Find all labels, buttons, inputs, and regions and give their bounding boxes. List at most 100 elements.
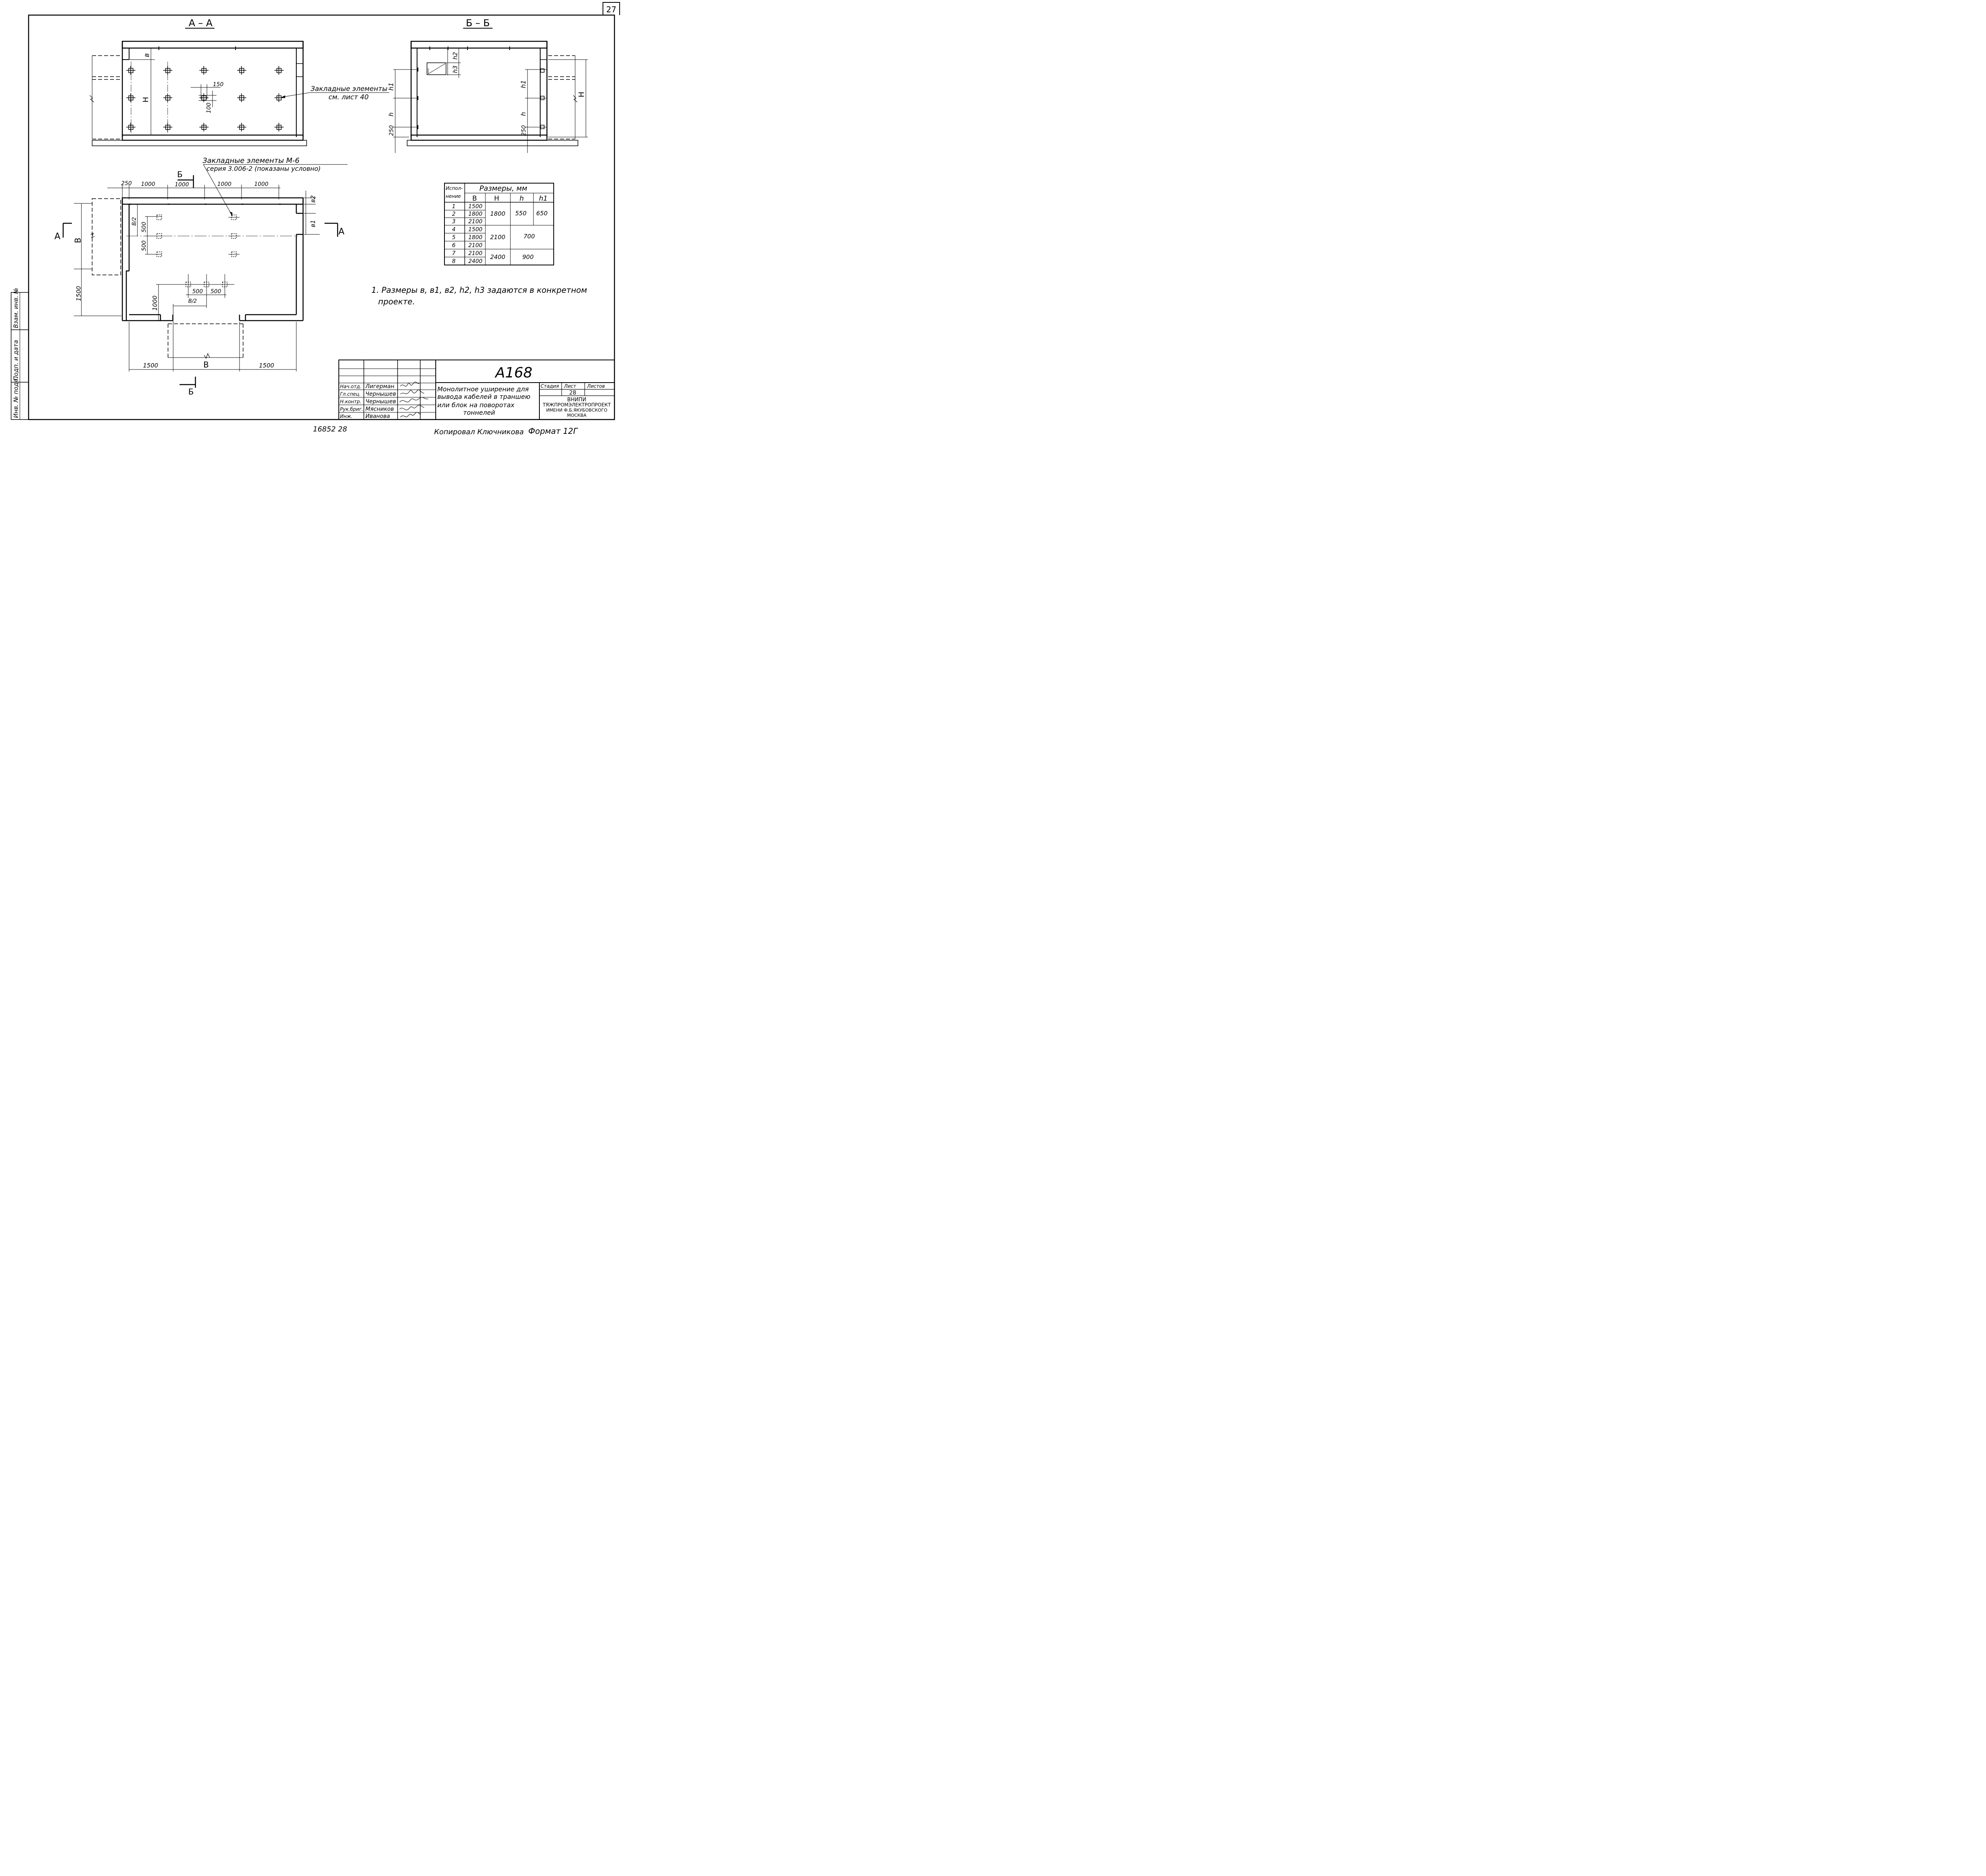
stamp-doc-code: А168 [495, 365, 532, 381]
table-H-4-6: 2100 [490, 234, 505, 241]
plan-dim-top-4: 1000 [254, 181, 269, 188]
callout-m6-line1: Закладные элементы М-6 [203, 157, 299, 165]
section-aa-title: А – А [189, 17, 213, 29]
stamp-name-4: Иванова [365, 413, 390, 420]
table-H-1-3: 1800 [490, 210, 505, 217]
table-hh-7-8: 900 [522, 253, 534, 261]
callout-embedded: Закладные элементы см. лист 40 [281, 85, 389, 101]
bb-dim-h2: h2 [452, 52, 459, 60]
plan-dim-top-2: 1000 [175, 182, 189, 188]
stamp-list-label: Лист [564, 383, 576, 389]
sheet-frame [28, 14, 615, 420]
bb-dim-h-left: h [387, 112, 395, 116]
section-bb-title: Б – Б [466, 17, 490, 29]
plan-dim-bottom-0: 1500 [143, 362, 158, 369]
footer-format: Формат 12Г [528, 426, 578, 436]
plan-cut-b-bottom: Б [188, 387, 194, 396]
callout-m6-line2: серия 3.006-2 (показаны условно) [207, 165, 321, 172]
plan-dim-B2-low: В/2 [188, 298, 197, 304]
plan-dim-top-3: 1000 [217, 181, 232, 188]
callout-embedded-line1: Закладные элементы [311, 85, 387, 93]
table-header-group: Размеры, мм [479, 184, 527, 193]
table-col-B: В [472, 195, 477, 203]
table-col-H: Н [494, 195, 499, 203]
aa-dim-150: 150 [213, 81, 224, 88]
plan-dim-b2: в2 [309, 195, 317, 203]
stamp-role-4: Инж. [340, 414, 352, 419]
plan-dim-B-left: В [73, 238, 83, 243]
table-col-ispolnenie-2: нение [446, 193, 461, 199]
bb-dim-250-right: 250 [521, 125, 527, 136]
bb-dim-250-left: 250 [388, 125, 395, 136]
section-bb: Б – Б h2 h3 h1 h 250 [387, 17, 588, 153]
svg-text:2100: 2100 [468, 219, 483, 225]
plan-cut-a-right: А [338, 227, 344, 237]
drawing-sheet: 2 7 Взам. инв. № Подп. и дата Инв. № подл… [11, 2, 620, 436]
plan-dim-500-h1: 500 [192, 288, 203, 295]
plan-embedded-m6 [156, 215, 237, 287]
plan-dim-1500-left: 1500 [75, 286, 82, 301]
aa-dim-100: 100 [206, 103, 212, 113]
table-col-ispolnenie-1: Испол- [446, 186, 463, 191]
note-line2: проекте. [378, 297, 415, 306]
bb-dim-h3: h3 [452, 66, 459, 73]
aa-dim-H: Н [141, 97, 150, 103]
callout-embedded-line2: см. лист 40 [328, 93, 369, 101]
plan-cut-a-left: А [54, 232, 60, 242]
side-stamp-inv: Инв. № подл. [12, 377, 19, 418]
table-H-7-8: 2400 [490, 253, 505, 261]
svg-text:4: 4 [452, 226, 456, 233]
svg-text:6: 6 [452, 242, 456, 249]
svg-text:5: 5 [452, 234, 456, 241]
title-block: А168 Монолитное уширение для вывода кабе… [338, 360, 615, 420]
table-col-h: h [520, 195, 524, 203]
stamp-title-1: вывода кабелей в траншею [437, 393, 530, 400]
svg-text:1800: 1800 [468, 211, 483, 217]
stamp-title-2: или блок на поворотах [437, 401, 515, 409]
stamp-list-value: 28 [569, 390, 576, 396]
stamp-title-0: Монолитное уширение для [437, 385, 529, 393]
bb-dim-h1-right: h1 [520, 80, 527, 88]
plan-dim-top-1: 1000 [141, 181, 155, 188]
stamp-role-0: Нач.отд. [340, 384, 361, 389]
plan-dim-top-0: 250 [121, 180, 132, 187]
plan-view: Закладные элементы М-6 серия 3.006-2 (по… [54, 157, 348, 396]
plan-dim-b1: в1 [309, 220, 317, 227]
stamp-listov-label: Листов [587, 383, 605, 389]
svg-text:7: 7 [452, 250, 456, 257]
stamp-name-3: Мясников [365, 406, 394, 412]
svg-text:1500: 1500 [468, 226, 483, 233]
svg-text:3: 3 [452, 219, 456, 225]
table-h1-1-3: 650 [536, 210, 548, 217]
side-stamp: Взам. инв. № Подп. и дата Инв. № подл. [11, 288, 29, 420]
note-line1: 1. Размеры в, в1, в2, h2, h3 задаются в … [371, 285, 587, 295]
plan-dim-500a: 500 [141, 222, 147, 232]
stamp-org-1: ТЯЖПРОМЭЛЕКТРОПРОЕКТ [542, 402, 611, 408]
stamp-org-2: ИМЕНИ Ф.Б.ЯКУБОВСКОГО [546, 408, 607, 413]
bb-dim-H: Н [577, 92, 586, 97]
stamp-signatures [399, 381, 429, 418]
stamp-name-2: Чернышев [365, 398, 396, 405]
stamp-role-1: Гл.спец. [340, 391, 361, 397]
side-stamp-podp: Подп. и дата [12, 340, 19, 381]
svg-text:2100: 2100 [468, 250, 483, 257]
table-hh-4-6: 700 [524, 233, 535, 240]
plan-dim-B2: В/2 [131, 217, 137, 226]
aa-dim-b: в [143, 53, 151, 57]
plan-dim-1000-left: 1000 [151, 296, 158, 311]
svg-text:2: 2 [452, 211, 456, 217]
footer-handwritten: 16852 28 [313, 425, 347, 433]
plan-cut-b-top: Б [177, 170, 183, 179]
sheet-number-box [603, 2, 620, 15]
bb-dim-h1-left: h1 [387, 83, 395, 91]
stamp-title-3: тоннелей [463, 409, 495, 416]
plan-dim-bottom-1: В [203, 360, 209, 369]
svg-text:1800: 1800 [468, 234, 483, 241]
stamp-role-3: Рук.бриг. [340, 406, 363, 412]
footer-copied: Копировал Ключникова [434, 428, 524, 436]
stamp-org-3: МОСКВА [567, 413, 587, 418]
table-col-h1: h1 [539, 195, 548, 203]
table-h-1-3: 550 [515, 210, 527, 217]
